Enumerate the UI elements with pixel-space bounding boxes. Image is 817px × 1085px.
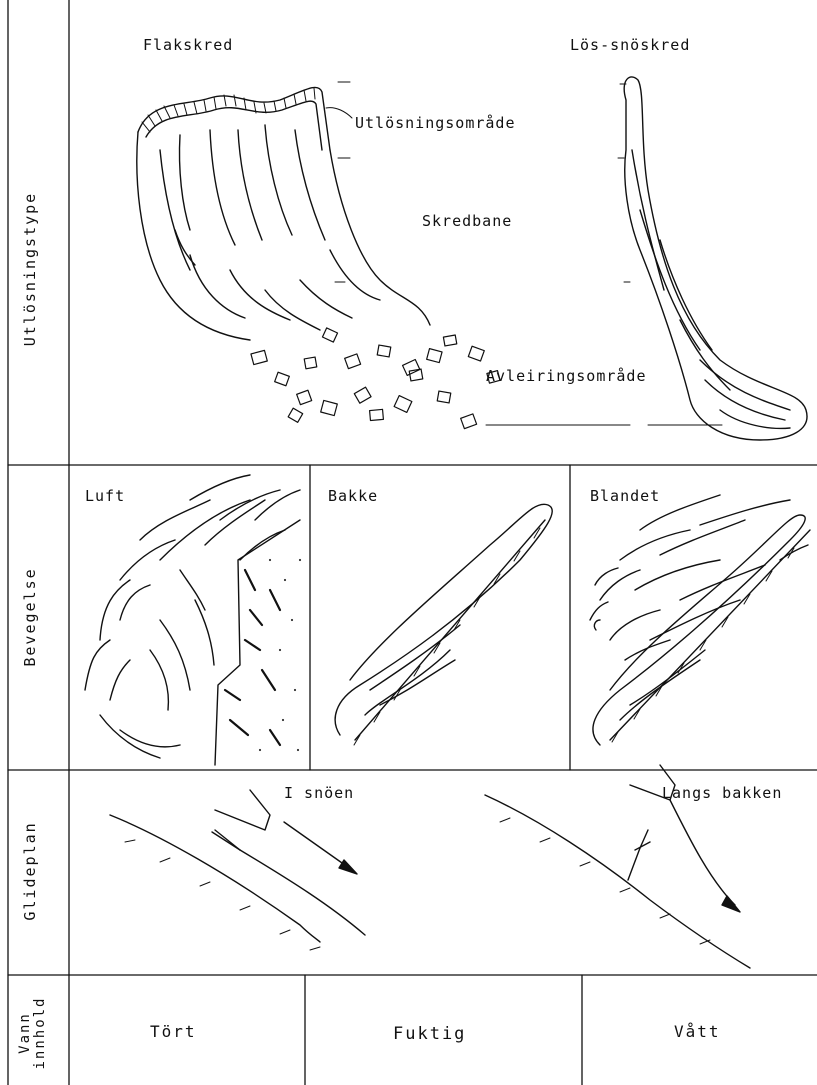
movement-air-drawing — [85, 475, 301, 765]
label-movement-ground: Bakke — [328, 487, 378, 505]
row-label-release-type: Utlösningstype — [21, 169, 39, 369]
label-water-wet: Vått — [674, 1022, 721, 1041]
row-label-movement: Bevegelse — [21, 537, 39, 697]
row-label-water-content-2: innhold — [32, 988, 48, 1078]
label-glide-along-ground: Langs bakken — [662, 784, 782, 802]
label-movement-air: Luft — [85, 487, 125, 505]
movement-mixed-drawing — [590, 495, 810, 745]
glide-in-snow-drawing — [110, 790, 365, 950]
label-slab-avalanche: Flakskred — [143, 36, 233, 54]
label-deposit-area: Avleiringsområde — [486, 367, 647, 385]
label-movement-mixed: Blandet — [590, 487, 660, 505]
movement-ground-drawing — [335, 504, 552, 745]
label-glide-in-snow: I snöen — [284, 784, 354, 802]
row-label-water-content-1: Vann — [17, 988, 33, 1078]
label-water-dry: Tört — [150, 1022, 197, 1041]
label-water-moist: Fuktig — [393, 1024, 466, 1044]
label-release-area: Utlösningsområde — [355, 114, 516, 132]
row-label-glide-plane: Glideplan — [21, 801, 39, 941]
table-grid — [8, 0, 817, 1085]
label-loose-snow-avalanche: Lös-snöskred — [570, 36, 690, 54]
label-avalanche-track: Skredbane — [422, 212, 512, 230]
loose-snow-avalanche-drawing — [618, 77, 807, 440]
